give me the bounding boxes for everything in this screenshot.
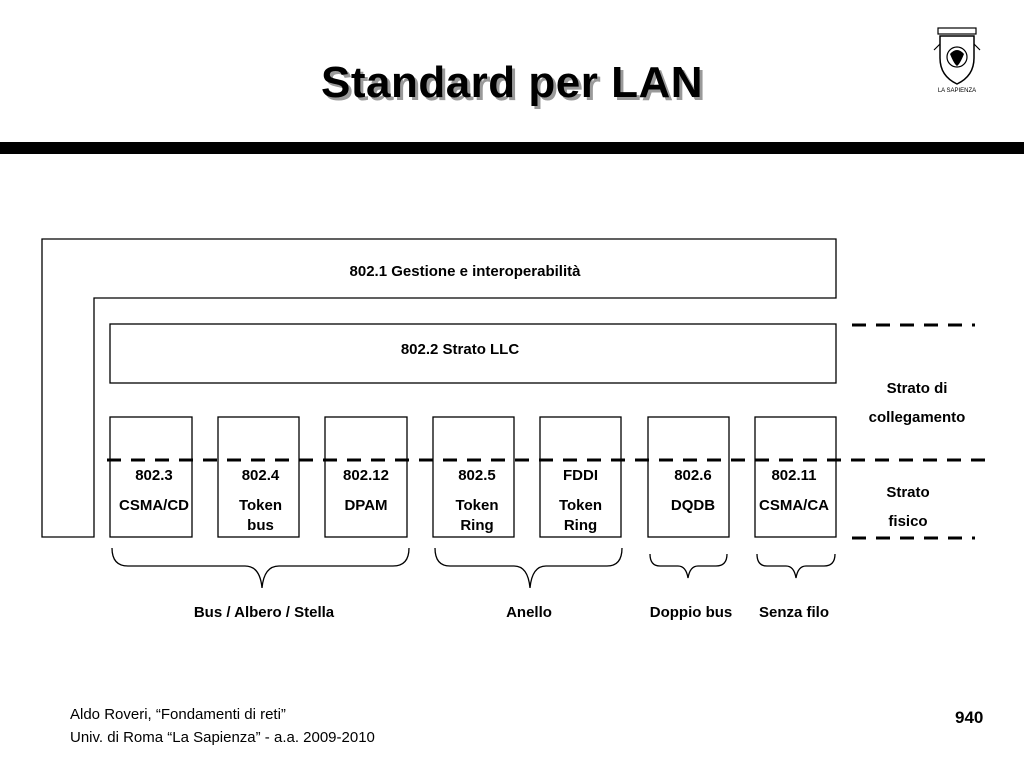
std-box-802-5	[432, 416, 515, 538]
brace-senza	[756, 553, 836, 579]
std-box-802-11	[754, 416, 837, 538]
std-box-802-4	[217, 416, 300, 538]
logo-caption: LA SAPIENZA	[938, 88, 976, 94]
brace-anello	[434, 547, 623, 589]
llc-label: 802.2 Strato LLC	[400, 341, 520, 358]
group-doppio-bus: Doppio bus	[649, 604, 733, 621]
footer-author: Aldo Roveri, “Fondamenti di reti”	[70, 706, 286, 723]
group-anello: Anello	[506, 604, 552, 621]
brace-doppio	[649, 553, 728, 579]
page-title: Standard per LAN	[320, 58, 704, 107]
std-box-802-12	[324, 416, 408, 538]
group-bus: Bus / Albero / Stella	[193, 604, 335, 621]
sapienza-logo-icon: LA SAPIENZA	[933, 27, 981, 94]
mgmt-box-outline	[41, 238, 837, 538]
brace-bus	[111, 547, 410, 589]
footer-university: Univ. di Roma “La Sapienza” - a.a. 2009-…	[70, 729, 375, 746]
group-senza-filo: Senza filo	[758, 604, 829, 621]
llc-box	[109, 323, 837, 384]
std-box-802-6	[647, 416, 730, 538]
title-divider	[0, 142, 1024, 154]
page-number: 940	[955, 708, 984, 727]
std-box-802-3	[109, 416, 193, 538]
std-box-fddi	[539, 416, 622, 538]
mgmt-label: 802.1 Gestione e interoperabilità	[349, 263, 581, 280]
